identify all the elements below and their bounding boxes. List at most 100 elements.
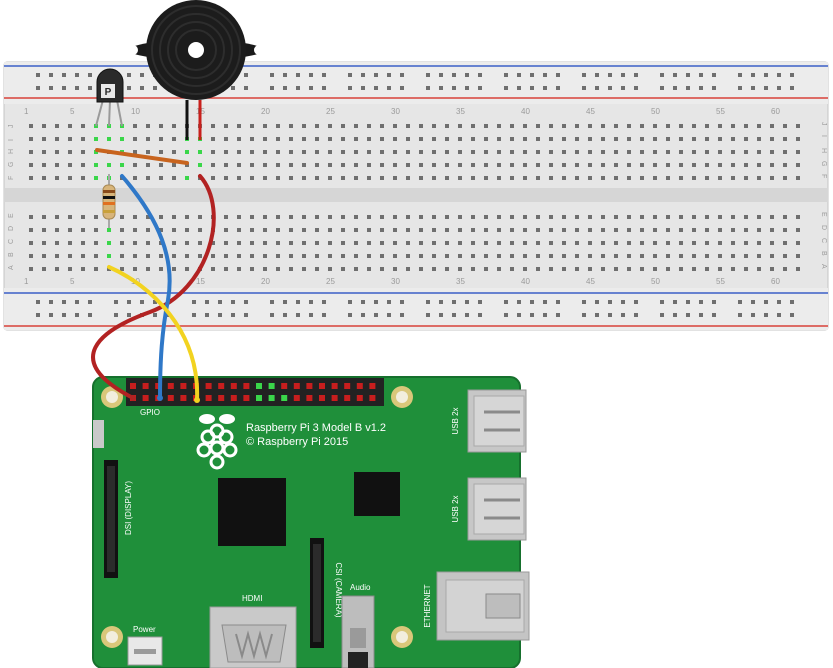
breadboard-hole <box>315 176 319 180</box>
breadboard-hole <box>270 86 274 90</box>
gpio-pin <box>180 383 187 389</box>
breadboard-hole <box>393 267 397 271</box>
breadboard-hole <box>315 150 319 154</box>
breadboard-hole <box>627 254 631 258</box>
breadboard-hole <box>764 300 768 304</box>
column-letter: D <box>820 225 827 230</box>
breadboard-hole <box>250 150 254 154</box>
column-letter: C <box>8 239 15 244</box>
breadboard-hole <box>458 241 462 245</box>
breadboard-hole <box>640 137 644 141</box>
breadboard-hole <box>478 313 482 317</box>
column-letter: G <box>8 162 15 167</box>
breadboard-hole <box>699 86 703 90</box>
breadboard-hole <box>731 163 735 167</box>
row-number: 40 <box>521 277 530 286</box>
breadboard-hole <box>536 124 540 128</box>
breadboard-hole <box>439 73 443 77</box>
breadboard-hole <box>354 228 358 232</box>
breadboard-hole <box>36 300 40 304</box>
column-letters-left: J I H G F E D C B A <box>8 125 15 271</box>
breadboard-hole <box>452 313 456 317</box>
breadboard-hole <box>250 137 254 141</box>
breadboard-hole <box>562 137 566 141</box>
breadboard-hole <box>640 163 644 167</box>
breadboard-hole <box>679 241 683 245</box>
breadboard-hole <box>328 254 332 258</box>
breadboard-hole <box>575 215 579 219</box>
breadboard-hole <box>198 241 202 245</box>
gpio-pin <box>369 395 376 401</box>
breadboard-hole <box>465 86 469 90</box>
breadboard-hole <box>42 176 46 180</box>
breadboard-hole <box>36 86 40 90</box>
breadboard-hole <box>575 254 579 258</box>
breadboard-hole <box>744 228 748 232</box>
breadboard-hole <box>549 150 553 154</box>
breadboard-hole <box>595 300 599 304</box>
breadboard-hole <box>419 124 423 128</box>
breadboard-hole <box>686 313 690 317</box>
breadboard-hole <box>146 137 150 141</box>
breadboard-hole <box>302 215 306 219</box>
resistor <box>102 174 116 228</box>
blue-wire <box>120 174 172 400</box>
breadboard-hole <box>205 313 209 317</box>
breadboard-hole <box>549 137 553 141</box>
ethernet-label: ETHERNET <box>423 584 432 627</box>
breadboard-hole <box>432 267 436 271</box>
breadboard-hole <box>549 228 553 232</box>
breadboard-hole <box>504 300 508 304</box>
breadboard-hole <box>783 228 787 232</box>
row-number: 20 <box>261 277 270 286</box>
breadboard-hole <box>523 267 527 271</box>
breadboard-hole <box>523 176 527 180</box>
breadboard-hole <box>55 241 59 245</box>
breadboard-hole <box>517 73 521 77</box>
breadboard-hole <box>88 300 92 304</box>
breadboard-hole <box>465 73 469 77</box>
breadboard-hole <box>718 241 722 245</box>
breadboard-hole <box>582 300 586 304</box>
breadboard-hole <box>744 241 748 245</box>
breadboard-hole <box>185 267 189 271</box>
gpio-pin <box>281 395 288 401</box>
gpio-pin <box>356 383 363 389</box>
breadboard-hole <box>484 176 488 180</box>
breadboard-hole <box>731 215 735 219</box>
breadboard-hole <box>120 228 124 232</box>
breadboard-hole <box>68 267 72 271</box>
breadboard-hole <box>328 267 332 271</box>
breadboard-hole <box>458 228 462 232</box>
breadboard-hole <box>341 163 345 167</box>
breadboard-hole <box>621 300 625 304</box>
breadboard-hole <box>133 124 137 128</box>
breadboard-hole <box>679 254 683 258</box>
breadboard-hole <box>328 228 332 232</box>
breadboard-hole <box>445 254 449 258</box>
breadboard-hole <box>621 313 625 317</box>
gpio-pin <box>319 395 325 401</box>
breadboard-hole <box>88 313 92 317</box>
breadboard-hole <box>588 176 592 180</box>
breadboard-hole <box>432 137 436 141</box>
breadboard-hole <box>796 124 800 128</box>
breadboard-hole <box>731 254 735 258</box>
row-number: 20 <box>261 107 270 116</box>
breadboard-hole <box>367 176 371 180</box>
row-number: 1 <box>24 107 29 116</box>
breadboard-hole <box>315 124 319 128</box>
breadboard-hole <box>224 241 228 245</box>
breadboard-hole <box>211 176 215 180</box>
breadboard-hole <box>419 163 423 167</box>
breadboard-hole <box>42 254 46 258</box>
breadboard-hole <box>406 215 410 219</box>
breadboard-hole <box>367 228 371 232</box>
breadboard-hole <box>393 215 397 219</box>
row-number: 30 <box>391 277 400 286</box>
breadboard-hole <box>276 215 280 219</box>
breadboard-hole <box>354 176 358 180</box>
breadboard-hole <box>315 215 319 219</box>
breadboard-hole <box>471 163 475 167</box>
breadboard-hole <box>562 215 566 219</box>
